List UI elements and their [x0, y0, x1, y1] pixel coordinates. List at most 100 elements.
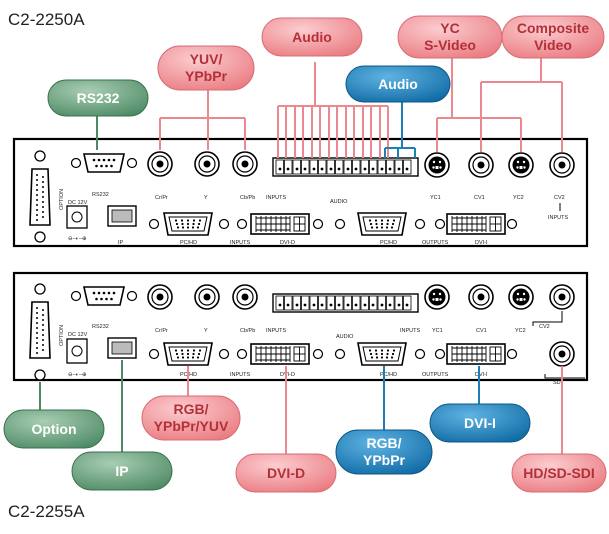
bnc-cr-bottom [147, 284, 173, 310]
svideo-yc1-bottom [424, 284, 450, 310]
y-label-bottom: Y [204, 328, 208, 334]
callout-dvi-d: DVI-D [235, 453, 337, 493]
dvi-i-port-bottom [446, 343, 506, 365]
dvii-label-bottom: DVI-I [475, 372, 488, 378]
dvi-d-port-top [250, 213, 310, 235]
svideo-yc1-top [424, 152, 450, 178]
yc2-label-bottom: YC2 [515, 328, 526, 334]
inputs2-label-top: INPUTS [548, 215, 569, 221]
audio-label-top: AUDIO [330, 199, 348, 205]
dvid-label-bottom: DVI-D [280, 372, 295, 378]
vga-output-bottom [357, 342, 407, 366]
callout-yc-line2: S-Video [424, 37, 476, 53]
callout-rgb-ypbpr: RGB/ YPbPr [335, 429, 433, 475]
callout-rs232: RS232 [47, 79, 149, 117]
callout-rgb-ypbpr-line2: YPbPr [363, 452, 406, 468]
callout-yuv: YUV/ YPbPr [157, 45, 255, 91]
model-title-bottom: C2-2255A [8, 502, 85, 521]
callout-rgb-yuv-line1: RGB/ [174, 401, 209, 417]
bnc-sdi-bottom [549, 341, 575, 367]
y-label-top: Y [204, 195, 208, 201]
rs232-label-top: RS232 [92, 192, 109, 198]
vga-input-top [163, 212, 213, 236]
cv2-label-bottom: CV2 [539, 324, 550, 330]
model-title-top: C2-2250A [8, 10, 85, 29]
callout-rgb-ypbpr-line1: RGB/ [367, 435, 402, 451]
bnc-cb-bottom [232, 284, 258, 310]
callout-composite-line1: Composite [517, 20, 590, 36]
callout-rgb-yuv-line2: YPbPr/YUV [154, 418, 229, 434]
audio-terminal-top [272, 157, 419, 177]
callout-ip-label: IP [115, 463, 128, 479]
callout-rgb-yuv: RGB/ YPbPr/YUV [141, 395, 241, 441]
pchd2-label-top: PC/HD [380, 240, 397, 246]
outputs-label-bottom: OUTPUTS [422, 372, 449, 378]
callout-composite: Composite Video [501, 15, 605, 59]
rs232-port-top [83, 153, 125, 173]
bnc-cv1-top [468, 152, 494, 178]
callout-yc: YC S-Video [397, 15, 503, 59]
ip-port-top [107, 205, 137, 227]
bnc-cv2-bottom [549, 284, 575, 310]
audio-terminal-bottom [272, 293, 419, 313]
inputs-label-top: INPUTS [266, 195, 287, 201]
dvi-i-port-top [446, 213, 506, 235]
vga-input-bottom [163, 342, 213, 366]
ip-label-top: IP [118, 240, 124, 246]
option-port-top [29, 168, 51, 226]
audio-label-bottom: AUDIO [336, 334, 354, 340]
dvid-label-top: DVI-D [280, 240, 295, 246]
callout-yuv-line1: YUV/ [190, 51, 223, 67]
bnc-cb-top [232, 151, 258, 177]
option-label-top: OPTION [59, 189, 65, 210]
dvii-label-top: DVI-I [475, 240, 488, 246]
yc2-label-top: YC2 [513, 195, 524, 201]
callout-yc-line1: YC [440, 20, 459, 36]
ip-port-bottom [107, 337, 137, 359]
vga-output-top [357, 212, 407, 236]
inputs-label-bottom: INPUTS [266, 328, 287, 334]
rs232-port-bottom [83, 286, 125, 306]
dvi-d-port-bottom [250, 343, 310, 365]
cb-label-top: Cb/Pb [240, 195, 255, 201]
svideo-yc2-bottom [508, 284, 534, 310]
inputs3-label-top: INPUTS [230, 240, 251, 246]
callout-audio-top-label: Audio [292, 29, 332, 45]
dc-label-top: DC 12V [68, 200, 88, 206]
bnc-y-bottom [194, 284, 220, 310]
bnc-y-top [194, 151, 220, 177]
callout-yuv-line2: YPbPr [185, 68, 228, 84]
panel-top: OPTION DC 12V ⊖–◐–⊕ RS232 IP Cr/Pr Y Cb/… [12, 137, 589, 248]
callout-sdi: HD/SD-SDI [511, 453, 607, 493]
sdi-label-bottom: SDI [553, 380, 563, 386]
outputs-label-top: OUTPUTS [422, 240, 449, 246]
callout-rs232-label: RS232 [77, 90, 120, 106]
pchd-label-top: PC/HD [180, 240, 197, 246]
callout-audio-top: Audio [261, 17, 363, 57]
cb-label-bottom: Cb/Pb [240, 328, 255, 334]
cr-label-top: Cr/Pr [155, 195, 168, 201]
option-label-bottom: OPTION [59, 325, 65, 346]
callout-sdi-label: HD/SD-SDI [523, 465, 595, 481]
cv1-label-bottom: CV1 [476, 328, 487, 334]
cr-label-bottom: Cr/Pr [155, 328, 168, 334]
callout-option-label: Option [31, 421, 76, 437]
yc1-label-top: YC1 [430, 195, 441, 201]
cv1-label-top: CV1 [474, 195, 485, 201]
callout-dvi-i-label: DVI-I [464, 415, 496, 431]
pchd2-label-bottom: PC/HD [380, 372, 397, 378]
callout-composite-line2: Video [534, 37, 572, 53]
callout-dvi-i: DVI-I [429, 403, 531, 443]
cv2-label-top: CV2 [554, 195, 565, 201]
callout-ip: IP [71, 451, 173, 491]
panel-bottom: OPTION DC 12V ⊖–◐–⊕ RS232 Cr/Pr Y Cb/Pb … [12, 271, 589, 386]
callout-option: Option [3, 409, 105, 449]
connector-lines [39, 56, 563, 454]
dc-label-bottom: DC 12V [68, 332, 88, 338]
rs232-label-bottom: RS232 [92, 324, 109, 330]
bnc-cr-top [147, 151, 173, 177]
bnc-cv1-bottom [468, 284, 494, 310]
bnc-cv2-top [549, 152, 575, 178]
option-port-bottom [29, 301, 51, 359]
